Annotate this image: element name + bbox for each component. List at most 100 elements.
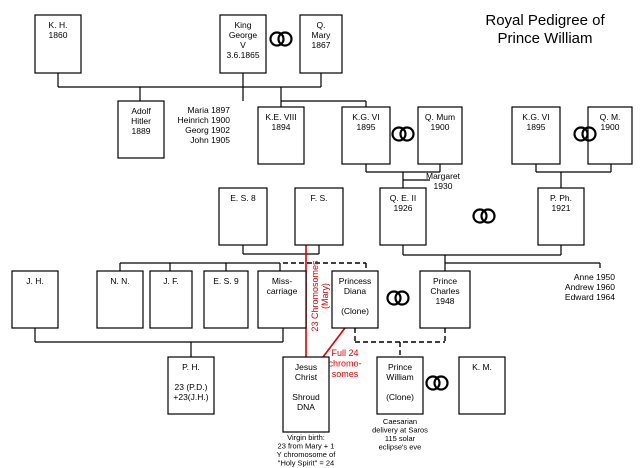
person-box-fs: F. S. bbox=[294, 187, 344, 246]
person-box-ph: P. H. 23 (P.D.)+23(J.H.) bbox=[167, 356, 215, 415]
box-frame bbox=[341, 106, 391, 165]
label-siblings-charles-0: Anne 1950 bbox=[574, 272, 615, 282]
box-label-william-1: William bbox=[386, 372, 413, 382]
label-siblings-george-0: Maria 1897 bbox=[187, 105, 230, 115]
person-box-jh: J. H. bbox=[11, 270, 59, 329]
label-caesarian-3: eclipse's eve bbox=[379, 443, 422, 452]
box-frame bbox=[149, 270, 193, 329]
connector-lines bbox=[34, 73, 612, 357]
box-frame bbox=[294, 187, 344, 246]
box-frame bbox=[511, 106, 561, 165]
box-label-kh-1: 1860 bbox=[49, 30, 68, 40]
red-label-23-chromosomes: 23 Chromosomes(Mary) bbox=[310, 260, 330, 332]
label-margaret-1: 1930 bbox=[434, 181, 453, 191]
box-label-qe2-0: Q. E. II bbox=[390, 193, 416, 203]
box-label-miss-1: carriage bbox=[267, 286, 298, 296]
box-label-ph-3: +23(J.H.) bbox=[173, 392, 208, 402]
box-label-kg6-0: K.G. VI bbox=[352, 112, 379, 122]
person-box-es9: E. S. 9 bbox=[203, 270, 249, 329]
box-label-qmary-0: Q. bbox=[317, 20, 326, 30]
box-frame bbox=[458, 356, 506, 415]
box-frame bbox=[299, 14, 343, 74]
box-label-george-3: 3.6.1865 bbox=[226, 50, 259, 60]
box-label-pph-1: 1921 bbox=[552, 203, 571, 213]
box-label-hitler-0: Adolf bbox=[131, 106, 151, 116]
box-label-jesus-3: Shroud bbox=[292, 392, 320, 402]
label-caesarian-0: Caesarian bbox=[383, 417, 417, 426]
box-frame bbox=[376, 356, 424, 415]
person-box-km: K. M. bbox=[458, 356, 506, 415]
box-label-qe2-1: 1926 bbox=[394, 203, 413, 213]
diagram-title-line-1: Royal Pedigree of bbox=[485, 12, 605, 29]
box-label-ke8-0: K.E. VIII bbox=[265, 112, 296, 122]
marriage-rings-icon bbox=[573, 126, 597, 142]
person-box-jf: J. F. bbox=[149, 270, 193, 329]
box-frame bbox=[34, 14, 82, 74]
red-label-full-24-0: Full 24 bbox=[331, 348, 358, 358]
box-label-kg6-1: 1895 bbox=[357, 122, 376, 132]
marriage-rings-icon bbox=[425, 375, 449, 391]
label-siblings-george-1: Heinrich 1900 bbox=[178, 115, 231, 125]
label-caesarian-2: 115 solar bbox=[385, 434, 416, 443]
box-label-ke8-1: 1894 bbox=[272, 122, 291, 132]
box-label-william-0: Prince bbox=[388, 362, 412, 372]
box-label-qmb-0: Q. M. bbox=[600, 112, 621, 122]
box-label-es9-0: E. S. 9 bbox=[213, 276, 239, 286]
person-box-miss: Miss-carriage bbox=[257, 270, 307, 329]
label-caesarian-1: delivery at Saros bbox=[372, 426, 428, 435]
person-box-nn: N. N. bbox=[96, 270, 144, 329]
box-frame bbox=[219, 14, 267, 74]
red-label-full-24-2: somes bbox=[332, 369, 359, 379]
box-label-charles-0: Prince bbox=[433, 276, 457, 286]
box-label-george-0: King bbox=[234, 20, 251, 30]
box-frame bbox=[282, 356, 330, 433]
marriage-rings bbox=[269, 31, 597, 391]
box-label-kh-0: K. H. bbox=[49, 20, 68, 30]
box-label-jf-0: J. F. bbox=[163, 276, 179, 286]
box-frame bbox=[257, 270, 307, 329]
marriage-rings-icon bbox=[391, 126, 415, 142]
box-label-hitler-2: 1889 bbox=[132, 126, 151, 136]
box-frame bbox=[331, 270, 379, 329]
box-label-hitler-1: Hitler bbox=[131, 116, 151, 126]
box-label-charles-1: Charles bbox=[430, 286, 459, 296]
box-label-jh-0: J. H. bbox=[26, 276, 43, 286]
person-box-pph: P. Ph.1921 bbox=[537, 187, 585, 246]
box-label-qmb-1: 1900 bbox=[601, 122, 620, 132]
label-margaret-0: Margaret bbox=[426, 171, 461, 181]
marriage-rings-icon bbox=[472, 208, 496, 224]
box-label-kg6b-1: 1895 bbox=[527, 122, 546, 132]
box-frame bbox=[218, 187, 268, 246]
box-frame bbox=[96, 270, 144, 329]
diagram-title-line-2: Prince William bbox=[497, 30, 592, 47]
box-frame bbox=[167, 356, 215, 415]
label-virgin-birth-3: "Holy Spirit" = 24 bbox=[278, 459, 334, 468]
red-label-23-chromosomes-0: 23 Chromosomes bbox=[310, 260, 320, 332]
box-frame bbox=[417, 106, 463, 165]
box-label-jesus-4: DNA bbox=[297, 402, 315, 412]
box-label-ph-0: P. H. bbox=[182, 362, 200, 372]
box-label-ph-2: 23 (P.D.) bbox=[175, 382, 208, 392]
box-label-jesus-0: Jesus bbox=[295, 362, 317, 372]
box-label-qmum-0: Q. Mum bbox=[425, 112, 455, 122]
person-box-es8: E. S. 8 bbox=[218, 187, 268, 246]
box-label-george-1: George bbox=[229, 30, 258, 40]
red-label-23-chromosomes-1: (Mary) bbox=[320, 283, 330, 309]
box-label-diana-3: (Clone) bbox=[341, 306, 369, 316]
dashed-connectors bbox=[283, 262, 446, 357]
box-label-fs-0: F. S. bbox=[310, 193, 327, 203]
label-siblings-george-3: John 1905 bbox=[190, 135, 230, 145]
box-label-km-0: K. M. bbox=[472, 362, 492, 372]
